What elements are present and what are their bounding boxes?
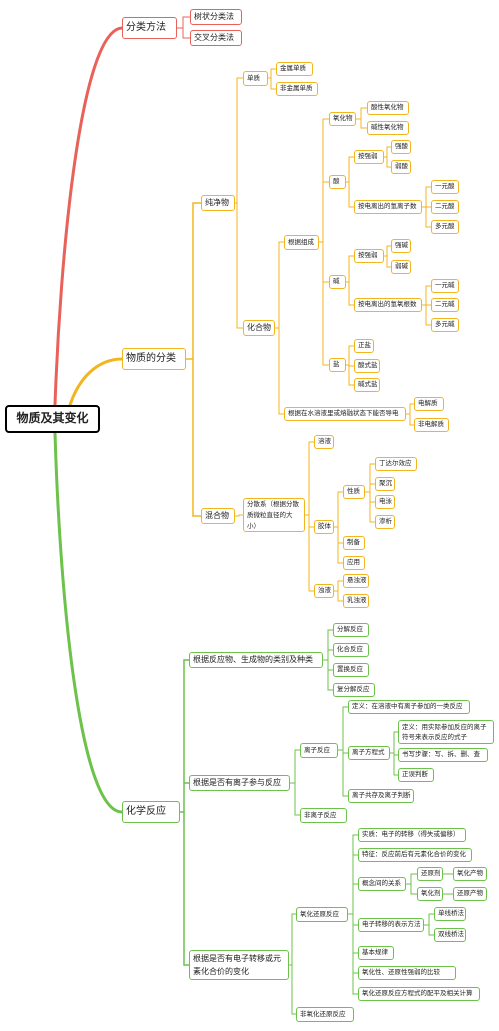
topic-chemical-reaction[interactable]: 化学反应 [122,801,180,823]
topic-by-reactant-type[interactable]: 根据反应物、生成物的类别及种类 [189,652,323,668]
topic-reducing-agent[interactable]: 还原剂 [417,867,443,881]
topic-by-conductivity[interactable]: 根据在水溶液里或熔融状态下能否导电 [284,407,406,421]
topic-suspension[interactable]: 悬浊液 [343,574,369,588]
topic-basic-laws[interactable]: 基本规律 [358,946,394,960]
topic-non-redox-reaction[interactable]: 非氧化还原反应 [296,1007,354,1022]
topic-polyacidic-base[interactable]: 多元碱 [431,318,459,332]
topic-correctness-judgment[interactable]: 正误判断 [398,768,434,782]
topic-colloid-properties[interactable]: 性质 [343,485,365,499]
topic-turbid-liquid[interactable]: 浊液 [314,584,334,598]
topic-classification-methods[interactable]: 分类方法 [122,17,177,39]
topic-basic-salt[interactable]: 碱式盐 [354,378,380,392]
topic-by-electron-transfer[interactable]: 根据是否有电子转移或元素化合价的变化 [189,950,289,980]
topic-base-by-strength[interactable]: 按强弱 [354,249,384,263]
topic-decomposition[interactable]: 分解反应 [333,623,369,637]
topic-acid-by-h-ions[interactable]: 按电离出的氢离子数 [354,200,422,214]
topic-writing-steps[interactable]: 书写步骤：写、拆、删、查 [398,748,488,762]
topic-metal-element[interactable]: 金属单质 [276,62,313,76]
topic-base[interactable]: 碱 [329,275,346,289]
topic-acidic-oxide[interactable]: 酸性氧化物 [367,101,409,115]
topic-colloid-preparation[interactable]: 制备 [343,536,365,550]
topic-reduction-product[interactable]: 还原产物 [453,887,487,901]
topic-emulsion[interactable]: 乳浊液 [343,594,369,608]
topic-normal-salt[interactable]: 正盐 [354,339,374,353]
topic-ionic-definition[interactable]: 定义：在溶液中有离子参加的一类反应 [348,700,470,714]
topic-oxide[interactable]: 氧化物 [329,112,356,126]
topic-polyprotic-acid[interactable]: 多元酸 [431,220,459,234]
topic-basic-oxide[interactable]: 碱性氧化物 [367,121,409,135]
topic-by-ion-participation[interactable]: 根据是否有离子参与反应 [189,775,290,791]
topic-compound[interactable]: 化合物 [243,320,275,336]
topic-concept-relations[interactable]: 概念间的关系 [358,877,406,891]
topic-matter-classification[interactable]: 物质的分类 [122,348,186,370]
topic-dispersion-system[interactable]: 分散系（根据分散质微粒直径的大小） [243,498,305,532]
topic-ionic-equation[interactable]: 离子方程式 [348,746,390,760]
topic-diprotic-acid[interactable]: 二元酸 [431,200,459,214]
topic-cross-classification[interactable]: 交叉分类法 [190,30,242,46]
topic-salt[interactable]: 盐 [329,358,346,372]
topic-pure-substance[interactable]: 纯净物 [201,195,235,211]
topic-strong-acid[interactable]: 强酸 [391,140,411,154]
topic-redox-essence[interactable]: 实质：电子的转移（得失或偏移） [358,828,466,842]
topic-mixture[interactable]: 混合物 [201,508,235,524]
topic-oxidizing-agent[interactable]: 氧化剂 [417,887,443,901]
topic-weak-acid[interactable]: 弱酸 [391,160,411,174]
topic-tree-classification[interactable]: 树状分类法 [190,9,242,25]
topic-solution[interactable]: 溶液 [314,435,334,449]
topic-electrolyte[interactable]: 电解质 [414,397,444,411]
topic-redox-reaction[interactable]: 氧化还原反应 [296,907,348,922]
topic-colloid[interactable]: 胶体 [314,520,334,534]
topic-balancing-calculation[interactable]: 氧化还原反应方程式的配平及相关计算 [358,987,480,1001]
topic-tyndall-effect[interactable]: 丁达尔效应 [375,457,417,471]
topic-oxidation-product[interactable]: 氧化产物 [453,867,487,881]
root-topic[interactable]: 物质及其变化 [5,405,100,433]
topic-electrophoresis[interactable]: 电泳 [375,495,395,509]
topic-displacement[interactable]: 置换反应 [333,663,369,677]
topic-acid[interactable]: 酸 [329,175,346,189]
topic-nonionic-reaction[interactable]: 非离子反应 [300,808,347,823]
topic-diacidic-base[interactable]: 二元碱 [431,298,459,312]
topic-element[interactable]: 单质 [243,71,268,86]
topic-base-by-oh-ions[interactable]: 按电离出的氢氧根数 [354,298,422,312]
topic-weak-base[interactable]: 弱碱 [391,260,411,274]
topic-single-bridge[interactable]: 单线桥法 [434,907,466,921]
topic-acid-salt[interactable]: 酸式盐 [354,359,380,373]
topic-double-bridge[interactable]: 双线桥法 [434,928,466,942]
topic-dialysis[interactable]: 渗析 [375,515,395,529]
topic-combination[interactable]: 化合反应 [333,643,369,657]
topic-by-composition[interactable]: 根据组成 [284,235,319,250]
topic-redox-feature[interactable]: 特征：反应前后有元素化合价的变化 [358,848,472,862]
topic-strength-comparison[interactable]: 氧化性、还原性强弱的比较 [358,966,456,980]
topic-ion-coexistence[interactable]: 离子共存及离子判断 [348,789,414,803]
topic-strong-base[interactable]: 强碱 [391,239,411,253]
topic-ionic-equation-definition[interactable]: 定义：用实际参加反应的离子符号来表示反应的式子 [398,720,494,744]
topic-monoacidic-base[interactable]: 一元碱 [431,279,459,293]
topic-coagulation[interactable]: 聚沉 [375,477,395,491]
topic-ionic-reaction[interactable]: 离子反应 [300,743,338,758]
topic-colloid-application[interactable]: 应用 [343,556,365,570]
topic-nonmetal-element[interactable]: 非金属单质 [276,82,318,96]
topic-acid-by-strength[interactable]: 按强弱 [354,150,384,164]
topic-electron-transfer-notation[interactable]: 电子转移的表示方法 [358,918,424,932]
topic-double-decomposition[interactable]: 复分解反应 [333,683,375,697]
topic-nonelectrolyte[interactable]: 非电解质 [414,418,449,432]
topic-monoprotic-acid[interactable]: 一元酸 [431,180,459,194]
